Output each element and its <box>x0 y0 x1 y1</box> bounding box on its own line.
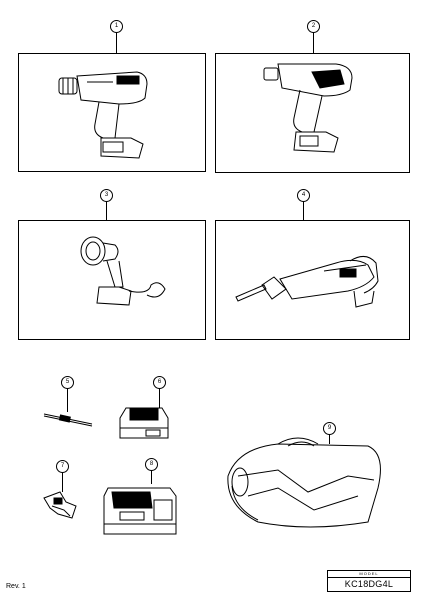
leader-8 <box>151 470 152 484</box>
panel-drill <box>18 53 206 172</box>
model-header: MODEL <box>328 571 410 578</box>
battery-illustration <box>119 407 169 439</box>
callout-2: 2 <box>307 20 320 33</box>
callout-3: 3 <box>100 189 113 202</box>
leader-5 <box>67 388 68 412</box>
charger-illustration <box>103 487 177 535</box>
leader-7 <box>62 472 63 492</box>
flashlight-illustration <box>80 236 166 306</box>
callout-1: 1 <box>110 20 123 33</box>
leader-6 <box>159 388 160 408</box>
leader-4 <box>303 200 304 220</box>
panel-flashlight <box>18 220 206 340</box>
callout-4: 4 <box>297 189 310 202</box>
model-box: MODEL KC18DG4L <box>327 570 411 592</box>
leader-2 <box>313 31 314 53</box>
panel-reciprocating-saw <box>215 220 410 340</box>
tool-bag-illustration <box>227 437 381 528</box>
screwdriver-bit-illustration <box>43 413 93 427</box>
drill-illustration <box>58 71 148 159</box>
model-number: KC18DG4L <box>344 579 394 589</box>
leader-9 <box>329 434 330 444</box>
revision-label: Rev. 1 <box>6 583 26 590</box>
panel-impact-driver <box>215 53 410 173</box>
belt-hook-illustration <box>43 491 77 519</box>
leader-1 <box>116 31 117 53</box>
reciprocating-saw-illustration <box>235 256 379 308</box>
impact-driver-illustration <box>263 63 353 153</box>
leader-3 <box>106 200 107 220</box>
